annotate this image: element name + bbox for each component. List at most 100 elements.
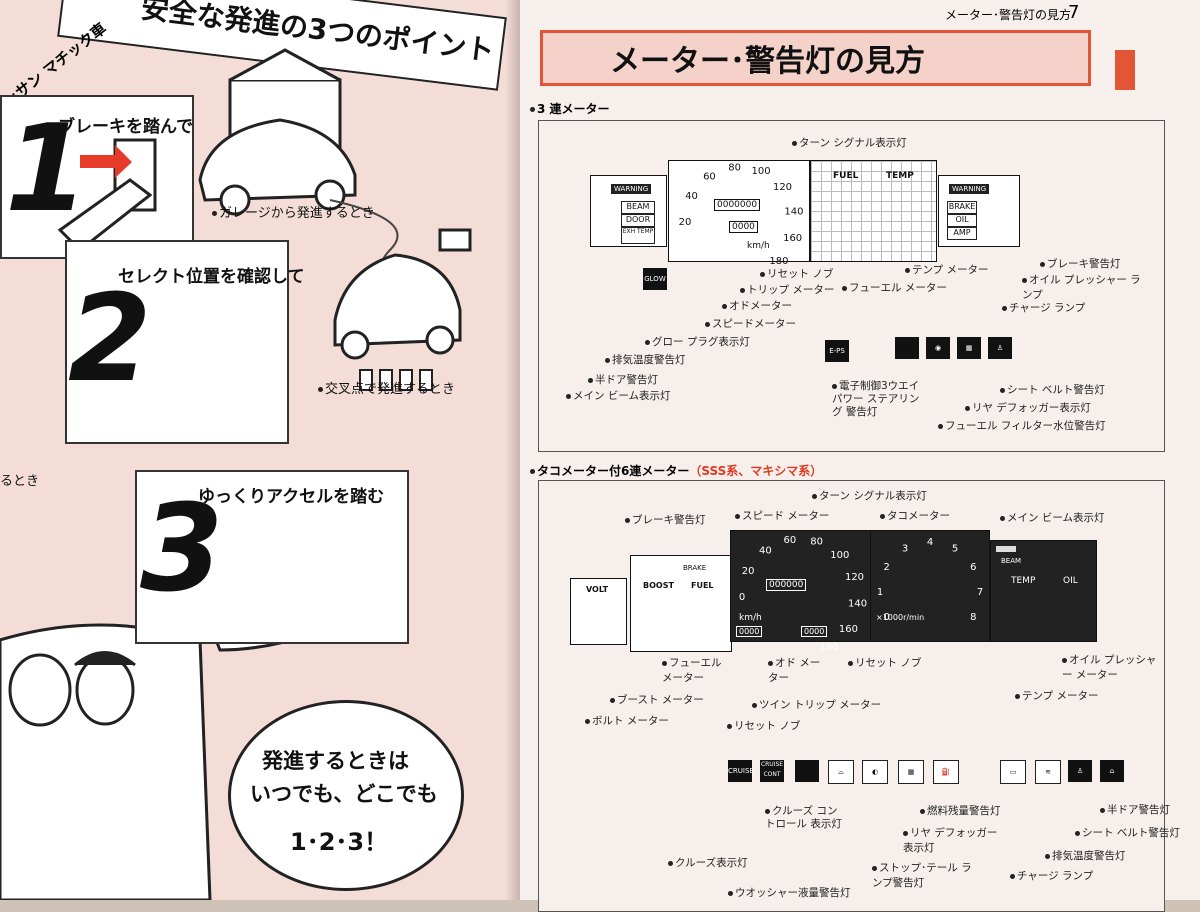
rpm-unit: ×1000r/min xyxy=(876,613,925,622)
page-title: メーター･警告灯の見方 xyxy=(610,44,925,79)
beam-label: BEAM xyxy=(621,201,655,214)
temp-label-2: TEMP xyxy=(1011,576,1036,586)
warning-label-right: WARNING xyxy=(949,184,990,194)
glow-indicator: GLOW xyxy=(643,268,667,290)
trip1-digits: 0000 xyxy=(736,626,763,637)
s2-label-exh: 排気温度警告灯 xyxy=(1045,848,1126,863)
fuel-pump-icon: ⛽ xyxy=(933,760,959,784)
trip-digits: 0000 xyxy=(729,221,758,233)
s2-label-brake: ブレーキ警告灯 xyxy=(625,512,706,527)
beam-label-2: BEAM xyxy=(1001,557,1022,565)
brake-label: BRAKE xyxy=(947,201,977,214)
seatbelt-icon: ♙ xyxy=(988,337,1012,359)
s2-label-twin-trip: ツイン トリップ メーター xyxy=(752,697,881,712)
kmh-unit-2: km/h xyxy=(739,613,762,623)
running-header: メーター･警告灯の見方 xyxy=(945,8,1072,22)
s1-label-eps: 電子制御3ウエイ パワー ステアリング 警告灯 xyxy=(832,380,920,419)
battery-icon: ▭ xyxy=(1000,760,1026,784)
speed-tick-6: 60 xyxy=(784,535,797,546)
s2-label-tach: タコメーター xyxy=(880,508,950,523)
tach-tick: 0 xyxy=(884,612,890,623)
seatbelt-icon-2: ♙ xyxy=(1068,760,1092,782)
s2-label-defog: リヤ デフォッガー 表示灯 xyxy=(903,827,998,854)
s1-label-speed: スピードメーター xyxy=(705,316,796,331)
odo-digits-2: 000000 xyxy=(766,579,807,591)
warning-panel-right: WARNING BRAKE OIL AMP xyxy=(938,175,1020,247)
s1-label-filter: フューエル フィルター水位警告灯 xyxy=(938,418,1106,433)
step3-panel xyxy=(135,470,409,644)
speed-tick-3: 100 xyxy=(752,166,771,177)
s2-label-odo: オド メーター xyxy=(768,657,821,684)
s2-label-temp: テンプ メーター xyxy=(1015,688,1099,703)
fuel-label-2: FUEL xyxy=(691,581,714,590)
speed-tick-6: 100 xyxy=(830,550,849,561)
speed-tick-6: 20 xyxy=(742,566,755,577)
kmh-unit: km/h xyxy=(747,241,770,251)
s1-label-fuel: フューエル メーター xyxy=(842,280,947,295)
crosswalk xyxy=(359,369,433,391)
speed-tick-6: 40 xyxy=(759,545,772,556)
oil-label-2: OIL xyxy=(1063,576,1078,586)
page-number: 7 xyxy=(1068,2,1080,23)
s1-label-seatbelt: シート ベルト警告灯 xyxy=(1000,382,1105,397)
section-tab xyxy=(1115,50,1135,90)
s1-label-odo: オドメーター xyxy=(722,298,792,313)
fuel-temp-gauge: FUEL TEMP xyxy=(810,160,937,262)
speed-tick-6: 80 xyxy=(810,536,823,547)
trip2-digits: 0000 xyxy=(801,626,828,637)
s2-label-fuel-low: 燃料残量警告灯 xyxy=(920,803,1001,818)
s1-label-brake: ブレーキ警告灯 xyxy=(1040,256,1121,271)
speedometer-6: km/h 000000 0000 0000 xyxy=(730,530,872,642)
s1-label-exh: 排気温度警告灯 xyxy=(605,352,686,367)
caption-intersection: 交叉点で発進するとき xyxy=(318,378,455,397)
speed-tick-3: 120 xyxy=(773,182,792,193)
s2-label-cruise: クルーズ表示灯 xyxy=(668,855,748,870)
s1-label-reset: リセット ノブ xyxy=(760,266,833,281)
s1-label-temp: テンプ メーター xyxy=(905,262,989,277)
tach-tick: 4 xyxy=(927,537,933,548)
speed-tick-3: 180 xyxy=(769,256,788,267)
s1-label-trip: トリップ メーター xyxy=(740,282,834,297)
speech-bubble xyxy=(228,700,464,891)
step1-label: ブレーキを踏んで xyxy=(58,117,194,137)
stop-tail-icon: ◐ xyxy=(862,760,888,784)
volt-meter: VOLT xyxy=(570,578,627,645)
bubble-line1: 発進するときは xyxy=(262,749,409,773)
beam-indicator xyxy=(996,546,1016,552)
s1-label-defog: リヤ デフォッガー表示灯 xyxy=(965,400,1091,415)
tach-tick: 7 xyxy=(977,587,983,598)
tach-tick: 2 xyxy=(884,562,890,573)
s2-label-stop-tail: ストップ･テール ランプ警告灯 xyxy=(872,862,972,889)
amp-label: AMP xyxy=(947,227,977,240)
boost-label: BOOST xyxy=(643,581,674,590)
tach-tick: 3 xyxy=(902,544,908,555)
s2-label-turn: ターン シグナル表示灯 xyxy=(812,488,927,503)
s1-label-oil: オイル プレッシャー ランプ xyxy=(1022,274,1141,301)
speed-tick-6: 140 xyxy=(848,599,867,610)
section2-heading: タコメーター付6連メーター（SSS系、マキシマ系） xyxy=(530,462,822,479)
temp-oil-gauge: BEAM TEMP OIL xyxy=(990,540,1097,642)
tach-tick: 8 xyxy=(970,612,976,623)
blank-indicator xyxy=(895,337,919,359)
eps-indicator: E-PS xyxy=(825,340,849,362)
speed-tick-3: 160 xyxy=(783,233,802,244)
volt-label: VOLT xyxy=(586,585,609,594)
s2-label-oil: オイル プレッシャー メーター xyxy=(1062,654,1157,681)
temp-label: TEMP xyxy=(886,171,914,181)
s2-label-volt: ボルト メーター xyxy=(585,713,669,728)
speed-tick-6: 0 xyxy=(739,592,745,603)
fuel-filter-icon: ◉ xyxy=(926,337,950,359)
speed-tick-6: 120 xyxy=(845,572,864,583)
fuel-label: FUEL xyxy=(833,171,859,181)
s1-label-glow: グロー プラグ表示灯 xyxy=(645,334,750,349)
caption-garage: ガレージから発進するとき xyxy=(212,202,375,221)
s2-label-cruise-cont: クルーズ コントロール 表示灯 xyxy=(765,805,842,831)
car-intersection-illustration xyxy=(333,228,472,360)
exh-temp-label: EXH TEMP xyxy=(621,227,655,244)
blank-indicator-2 xyxy=(795,760,819,782)
speed-tick-3: 80 xyxy=(728,162,741,173)
section1-heading: 3 連メーター xyxy=(530,100,610,117)
tach-tick: 5 xyxy=(952,544,958,555)
odometer-digits: 0000000 xyxy=(714,199,761,211)
bubble-line3: 1･2･3！ xyxy=(290,828,389,856)
